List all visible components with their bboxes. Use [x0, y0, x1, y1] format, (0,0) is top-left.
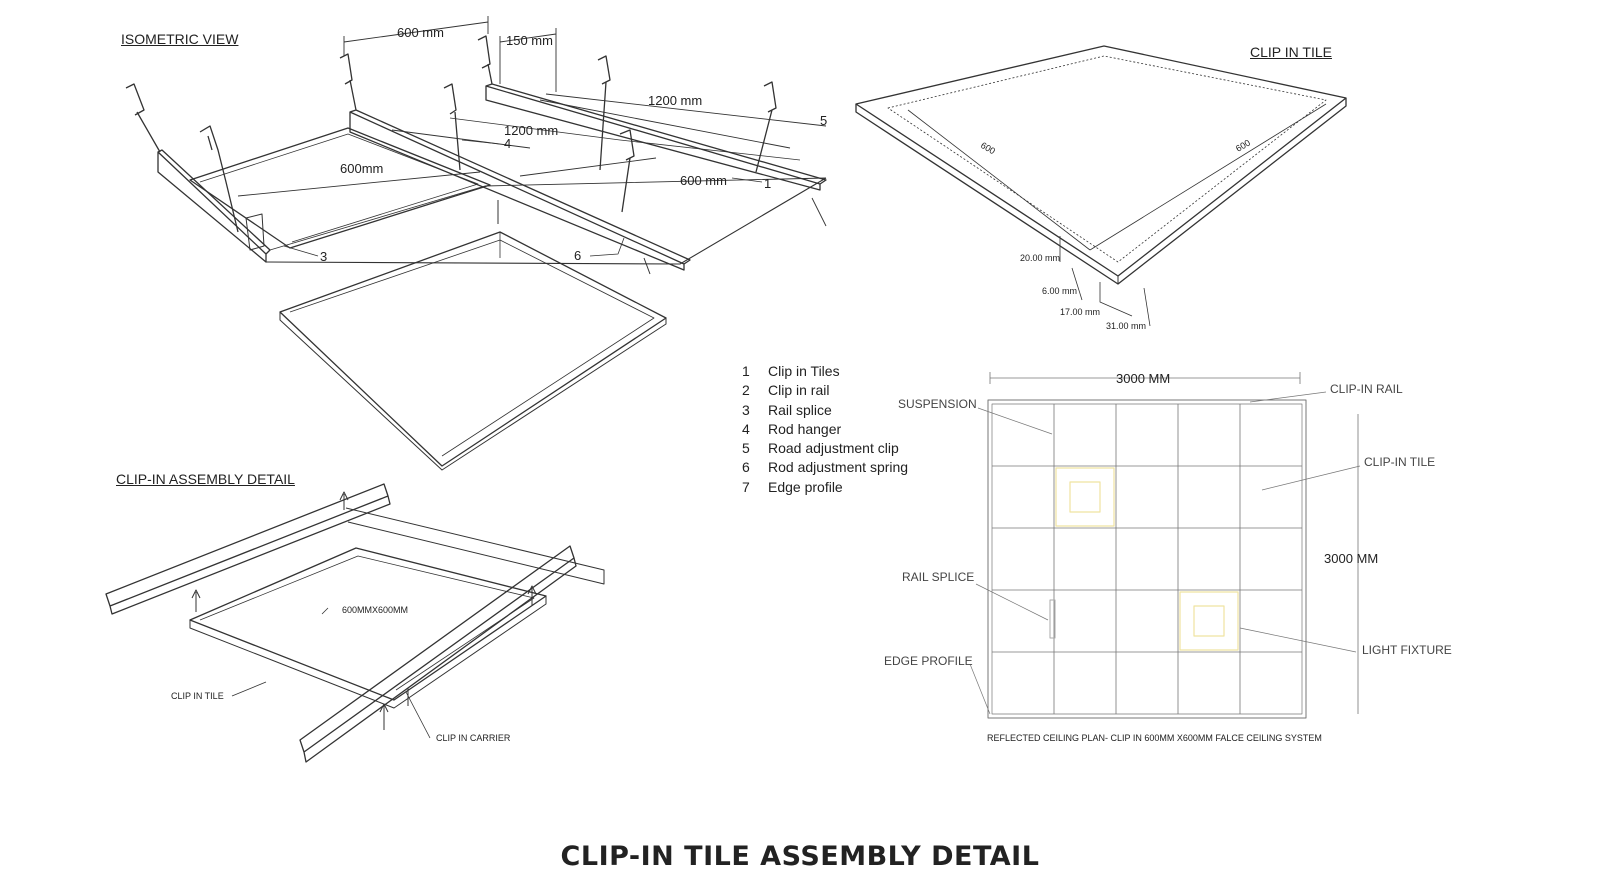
light-fixture [1193, 605, 1225, 637]
callout-3: 3 [320, 249, 327, 264]
tile-dim-6mm: 6.00 mm [1042, 286, 1077, 296]
plan-width-dim: 3000 MM [1116, 371, 1170, 386]
legend-label: Rod hanger [768, 420, 842, 437]
callout-5-truncated: 5 [820, 113, 827, 128]
parts-legend: 1 Clip in Tiles 2 Clip in rail 3 Rail splice 4… [742, 362, 908, 497]
plan-height-dim: 3000 MM [1324, 551, 1378, 566]
legend-label: Road adjustment clip [768, 440, 899, 457]
callout-1-truncated: 1 [764, 176, 771, 191]
clip-in-tile-panel [855, 45, 1347, 327]
clip-in-tile-heading: CLIP IN TILE [1250, 44, 1332, 60]
plan-label-rail-splice: RAIL SPLICE [902, 570, 974, 584]
dim-600-left: 600mm [340, 161, 383, 176]
plan-grid [991, 403, 1303, 715]
legend-number: 4 [742, 420, 750, 437]
lower-rail [299, 545, 577, 763]
legend-label: Clip in Tiles [768, 363, 840, 379]
light-fixture [1055, 467, 1115, 527]
tile-dim-31mm: 31.00 mm [1106, 321, 1146, 331]
isometric-assembly [125, 16, 827, 471]
tile-dim-17mm: 17.00 mm [1060, 307, 1100, 317]
dim-1200-inner: 1200 mm [504, 123, 558, 138]
hanger-rod [443, 83, 461, 171]
plan-outer-boundary [987, 399, 1307, 719]
left-grid-frame [189, 127, 491, 249]
legend-number: 1 [742, 363, 750, 379]
plan-caption: REFLECTED CEILING PLAN- CLIP IN 600MM X6… [987, 733, 1322, 743]
assembly-detail-heading: CLIP-IN ASSEMBLY DETAIL [116, 471, 295, 487]
left-rail [157, 149, 271, 263]
legend-label: Rod adjustment spring [768, 459, 909, 476]
legend-number: 2 [742, 382, 750, 399]
hanger-rod [477, 35, 493, 85]
ceiling-plan [969, 372, 1361, 719]
dim-600-right: 600 mm [680, 173, 727, 188]
assembly-tile [189, 547, 547, 701]
legend-label: Rail splice [768, 401, 832, 418]
hanger-rod [619, 129, 635, 213]
light-fixture [1069, 481, 1101, 513]
dropped-tile [279, 231, 667, 467]
center-rail [349, 109, 691, 271]
assembly-clip-in-tile-label: CLIP IN TILE [171, 691, 224, 701]
hanger-rod [755, 81, 777, 173]
hanger-rod [339, 53, 357, 111]
hanger-rod [199, 125, 239, 233]
legend-number: 5 [742, 440, 750, 457]
legend-item: 3 Rail splice [742, 401, 908, 420]
legend-number: 6 [742, 459, 750, 476]
plan-label-light-fixture: LIGHT FIXTURE [1362, 643, 1452, 657]
rail-splice [1049, 599, 1056, 639]
assembly-detail-drawing [105, 483, 605, 763]
tile-dim-20mm: 20.00 mm [1020, 253, 1060, 263]
legend-item: 5 Road adjustment clip [742, 439, 908, 458]
dim-150: 150 mm [506, 33, 553, 48]
plan-grid-lines [992, 404, 1302, 714]
tile-dim-side-a: 600 [979, 140, 997, 156]
hanger-rod [125, 83, 161, 153]
callout-4: 4 [504, 136, 511, 151]
assembly-size-label: 600MMX600MM [342, 605, 408, 615]
legend-item: 6 Rod adjustment spring [742, 458, 908, 477]
isometric-view-heading: ISOMETRIC VIEW [121, 31, 239, 47]
legend-label: Clip in rail [768, 382, 830, 399]
tile-edge [855, 98, 1347, 285]
plan-label-clip-in-rail: CLIP-IN RAIL [1330, 382, 1403, 396]
right-rail [485, 83, 827, 191]
legend-number: 7 [742, 478, 750, 495]
plan-label-edge-profile: EDGE PROFILE [884, 654, 973, 668]
dim-600-top: 600 mm [397, 25, 444, 40]
legend-item: 1 Clip in Tiles [742, 362, 908, 381]
page-title: CLIP-IN TILE ASSEMBLY DETAIL [560, 841, 1040, 872]
callout-6: 6 [574, 248, 581, 263]
legend-number: 3 [742, 401, 750, 418]
plan-label-clip-in-tile: CLIP-IN TILE [1364, 455, 1435, 469]
dim-1200-outer: 1200 mm [648, 93, 702, 108]
legend-item: 2 Clip in rail [742, 381, 908, 400]
legend-item: 4 Rod hanger [742, 420, 908, 439]
legend-label: Edge profile [768, 478, 843, 495]
plan-label-suspension: SUSPENSION [898, 397, 977, 411]
light-fixture [1179, 591, 1239, 651]
hanger-rod [597, 55, 611, 171]
assembly-clip-in-carrier-label: CLIP IN CARRIER [436, 733, 511, 743]
legend-item: 7 Edge profile [742, 478, 908, 497]
upper-rail [105, 483, 391, 615]
